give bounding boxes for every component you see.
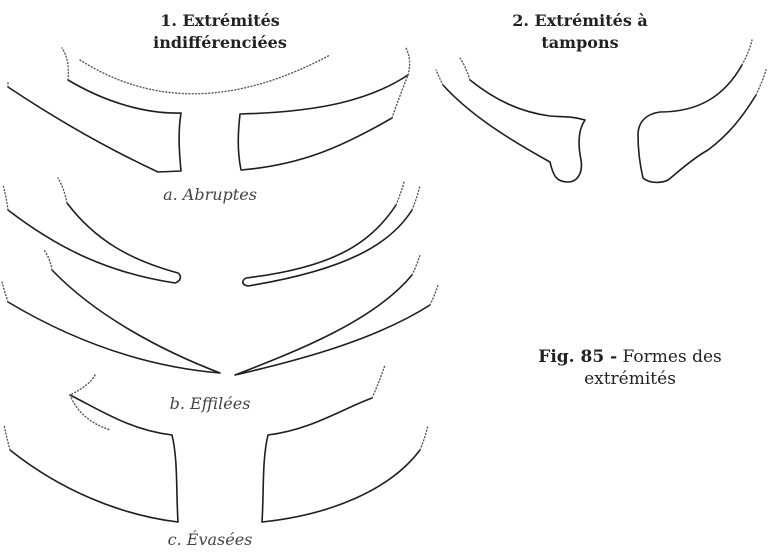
tapered-lower-left-outline xyxy=(8,270,220,373)
figure-caption: Fig. 85 - Formes des extrémités xyxy=(500,346,760,390)
abrupt-top-dotted-arc xyxy=(62,48,410,118)
tampon-left-outline xyxy=(443,80,585,182)
flared-right-outline xyxy=(262,398,420,522)
tampon-right-outline xyxy=(638,65,756,182)
tapered-upper-right-outline xyxy=(243,205,412,286)
caption-text-line1: Formes des xyxy=(617,347,722,367)
flared-ends-figure xyxy=(4,365,428,522)
abrupt-right-outline xyxy=(238,75,408,170)
tampon-dotted-arcs xyxy=(436,40,766,95)
label-abrupt: a. Abruptes xyxy=(110,185,310,204)
label-flared: c. Évasées xyxy=(110,530,310,549)
caption-line1: Fig. 85 - Formes des xyxy=(500,346,760,368)
abrupt-left-outline xyxy=(8,80,181,172)
abrupt-ends-figure xyxy=(8,48,410,172)
tapered-lower-right-outline xyxy=(235,275,430,375)
tapered-upper-left-outline xyxy=(8,203,180,283)
label-tapered: b. Effilées xyxy=(110,394,310,413)
tapered-ends-figure xyxy=(2,178,438,375)
caption-text-line2: extrémités xyxy=(500,368,760,390)
tampon-ends-figure xyxy=(436,40,766,182)
caption-fig-label: Fig. 85 - xyxy=(538,347,617,367)
flared-left-outline xyxy=(10,395,178,522)
